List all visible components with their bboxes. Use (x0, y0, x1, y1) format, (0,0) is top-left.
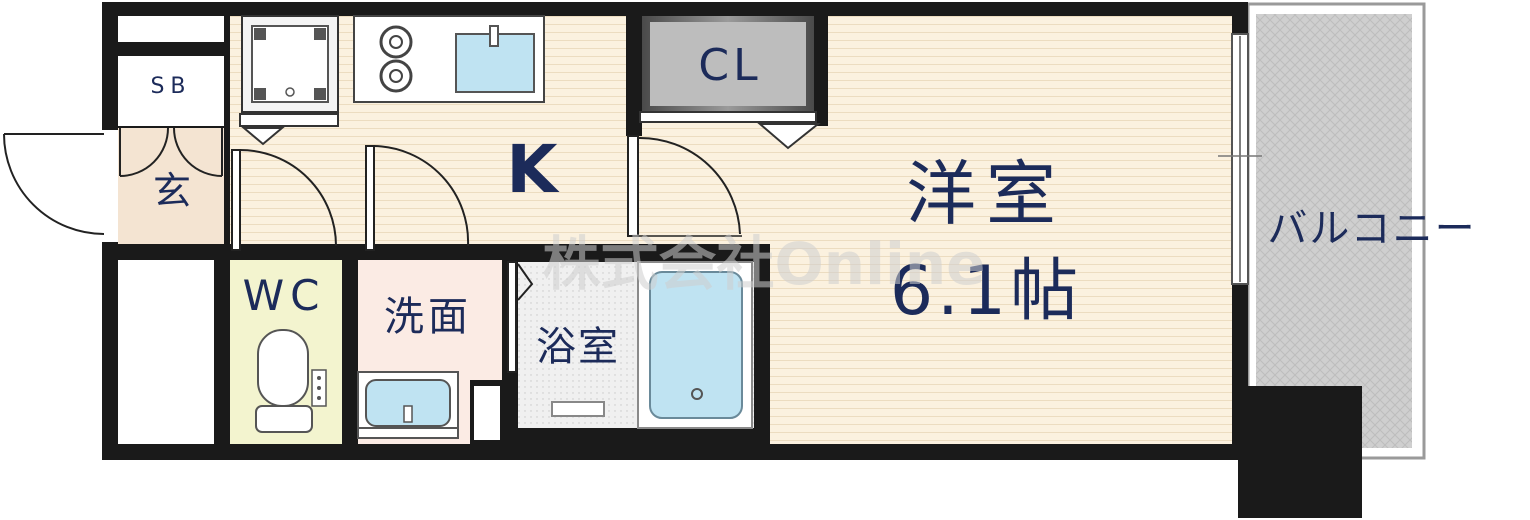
washing-machine (239, 15, 339, 146)
storage-left (118, 260, 214, 444)
sb-storage (118, 56, 224, 126)
entrance-floor (118, 128, 224, 244)
toilet (255, 329, 327, 433)
shoe-closet-doors (119, 127, 223, 177)
wc-door (231, 149, 337, 251)
balcony-area (1238, 2, 1426, 518)
label-closet: CL (698, 40, 761, 91)
watermark: 株式会社Online (543, 230, 986, 298)
label-entrance: 玄 (153, 169, 191, 213)
label-wc: WC (243, 271, 326, 320)
western-room-floor (770, 16, 1232, 444)
label-washroom: 洗面 (384, 294, 472, 340)
label-balcony: バルコニー (1267, 206, 1476, 252)
label-bathroom: 浴室 (536, 324, 620, 370)
washroom-door (365, 145, 470, 251)
balcony-window (1218, 33, 1262, 285)
entrance-door (3, 130, 118, 242)
label-kitchen: K (506, 131, 560, 208)
label-western-room-size: 6.1帖 (890, 252, 1082, 331)
label-sb: SB (150, 74, 191, 99)
room-door (627, 135, 742, 237)
kitchen-counter (353, 15, 545, 103)
closet (639, 16, 821, 150)
wash-basin (357, 371, 459, 439)
bathroom-door (507, 261, 534, 373)
label-western-room: 洋室 (906, 153, 1066, 235)
